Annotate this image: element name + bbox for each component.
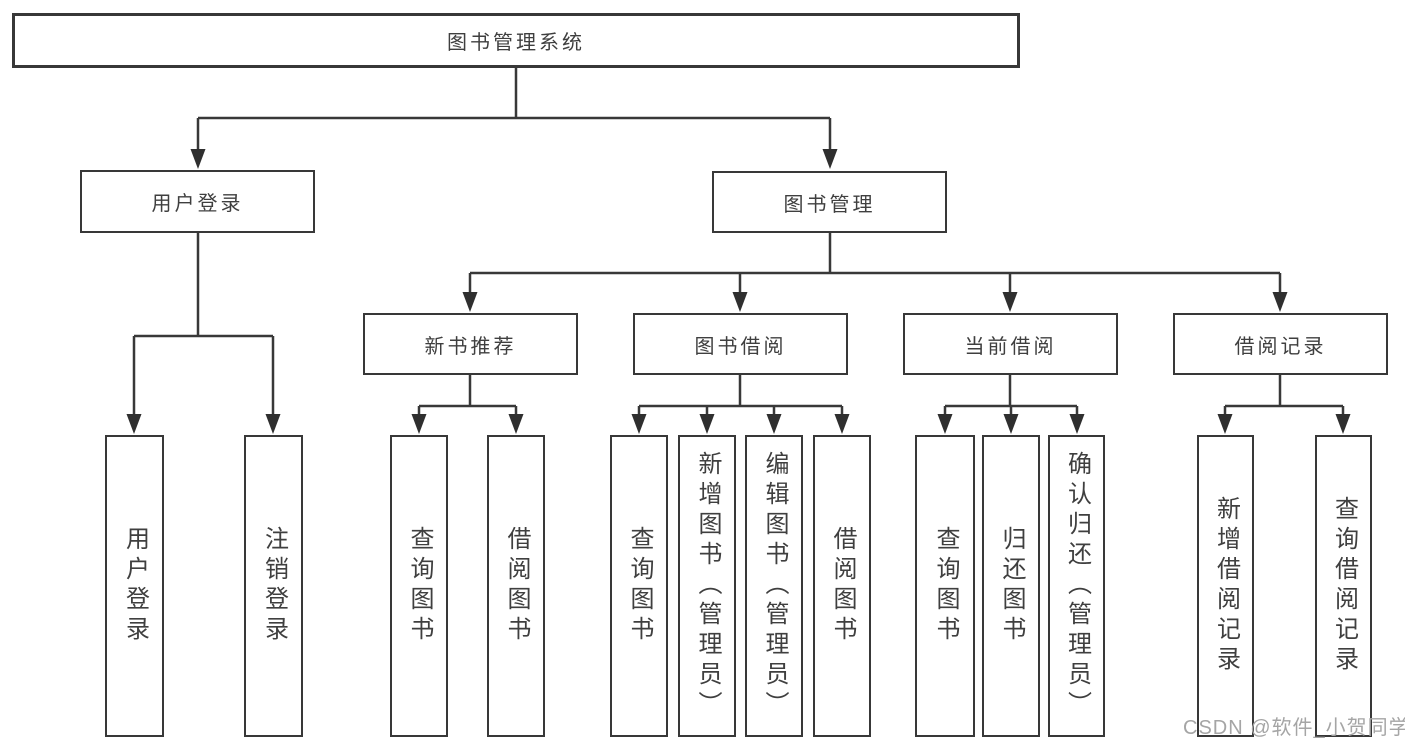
node-user-login: 用户登录: [80, 170, 315, 233]
node-current-borrow-label: 当前借阅: [964, 335, 1057, 358]
leaf-add-book-admin-label: 新增图书（管理员）: [694, 451, 721, 721]
leaf-borrow-book-label: 借阅图书: [829, 526, 856, 646]
leaf-edit-book-admin: 编辑图书（管理员）: [745, 435, 803, 737]
leaf-add-borrow-record: 新增借阅记录: [1197, 435, 1254, 737]
leaf-query-borrow-record-label: 查询借阅记录: [1330, 496, 1358, 676]
node-current-borrow: 当前借阅: [903, 313, 1118, 375]
node-root: 图书管理系统: [12, 13, 1020, 68]
leaf-logout: 注销登录: [244, 435, 303, 737]
arrowhead-icons: [126, 149, 1351, 434]
node-new-book-recommend-label: 新书推荐: [424, 335, 517, 358]
branch-lines: [134, 68, 1343, 408]
leaf-confirm-return-admin-label: 确认归还（管理员）: [1063, 451, 1091, 721]
leaf-query-book-current: 查询图书: [915, 435, 975, 737]
leaf-query-book-recommend: 查询图书: [390, 435, 448, 737]
leaf-return-book: 归还图书: [982, 435, 1040, 737]
leaf-borrow-book-recommend-label: 借阅图书: [503, 526, 530, 646]
node-book-management-label: 图书管理: [783, 193, 876, 216]
leaf-add-borrow-record-label: 新增借阅记录: [1212, 496, 1240, 676]
node-book-borrow-label: 图书借阅: [694, 335, 787, 358]
leaf-borrow-book: 借阅图书: [813, 435, 871, 737]
node-user-login-label: 用户登录: [151, 193, 244, 215]
leaf-query-book-borrow-label: 查询图书: [626, 526, 653, 646]
leaf-confirm-return-admin: 确认归还（管理员）: [1048, 435, 1105, 737]
leaf-query-borrow-record: 查询借阅记录: [1315, 435, 1372, 737]
leaf-add-book-admin: 新增图书（管理员）: [678, 435, 736, 737]
csdn-watermark: CSDN @软件_小贺同学: [1183, 717, 1405, 739]
leaf-user-login-label: 用户登录: [121, 526, 149, 646]
leaf-query-book-borrow: 查询图书: [610, 435, 668, 737]
leaf-query-book-recommend-label: 查询图书: [406, 526, 433, 646]
arrow-shafts: [132, 118, 1345, 417]
leaf-return-book-label: 归还图书: [998, 526, 1025, 646]
leaf-borrow-book-recommend: 借阅图书: [487, 435, 545, 737]
leaf-query-book-current-label: 查询图书: [932, 526, 959, 646]
leaf-user-login: 用户登录: [105, 435, 164, 737]
node-borrow-record-label: 借阅记录: [1234, 335, 1327, 358]
leaf-edit-book-admin-label: 编辑图书（管理员）: [761, 451, 788, 721]
node-new-book-recommend: 新书推荐: [363, 313, 578, 375]
leaf-logout-label: 注销登录: [260, 526, 288, 646]
node-root-label: 图书管理系统: [447, 32, 585, 54]
node-book-management: 图书管理: [712, 171, 947, 233]
node-borrow-record: 借阅记录: [1173, 313, 1388, 375]
node-book-borrow: 图书借阅: [633, 313, 848, 375]
